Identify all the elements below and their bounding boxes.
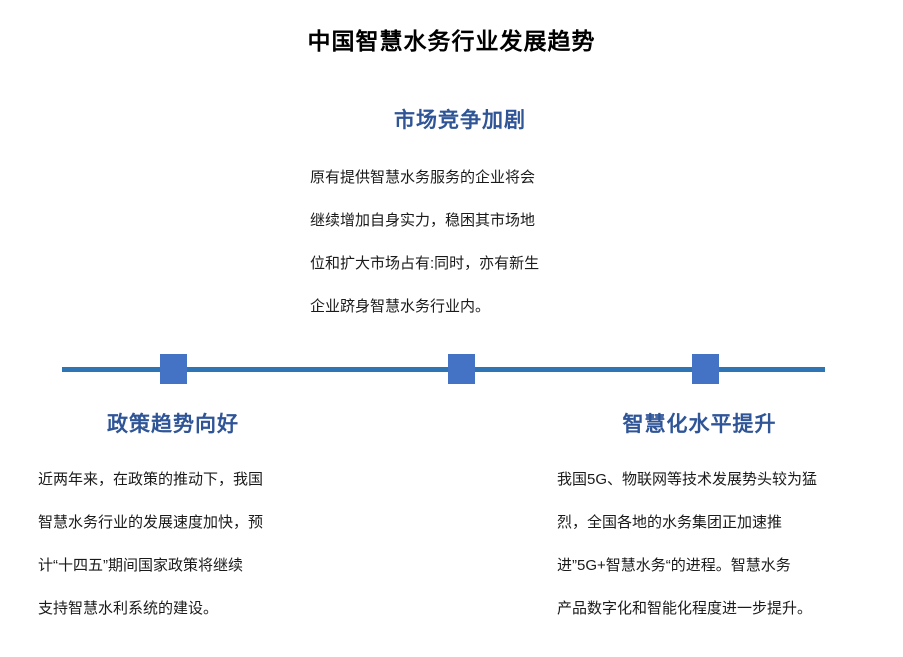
body-line: 支持智慧水利系统的建设。 — [38, 600, 219, 617]
timeline-milestone-marker-1[interactable] — [160, 354, 187, 384]
timeline-milestone-marker-3[interactable] — [692, 354, 719, 384]
block-heading-intelligence-level: 智慧化水平提升 — [622, 413, 777, 436]
block-body-intelligence-level: 我国5G、物联网等技术发展势头较为猛 烈，全国各地的水务集团正加速推 进”5G+… — [557, 458, 902, 630]
body-line: 我国5G、物联网等技术发展势头较为猛 — [557, 471, 818, 488]
body-line: 近两年来，在政策的推动下，我国 — [38, 471, 264, 488]
body-line: 产品数字化和智能化程度进一步提升。 — [557, 600, 813, 617]
body-line: 原有提供智慧水务服务的企业将会 — [310, 169, 536, 186]
body-line: 烈，全国各地的水务集团正加速推 — [557, 514, 783, 531]
body-line: 企业跻身智慧水务行业内。 — [310, 298, 491, 315]
body-line: 进”5G+智慧水务“的进程。智慧水务 — [557, 557, 791, 574]
block-policy-trend: 政策趋势向好 近两年来，在政策的推动下，我国 智慧水务行业的发展速度加快，预 计… — [38, 408, 378, 630]
timeline-milestone-marker-2[interactable] — [448, 354, 475, 384]
page-title: 中国智慧水务行业发展趋势 — [307, 28, 596, 54]
block-body-market-competition: 原有提供智慧水务服务的企业将会 继续增加自身实力，稳困其市场地 位和扩大市场占有… — [290, 156, 630, 328]
timeline — [62, 354, 825, 384]
block-intelligence-level: 智慧化水平提升 我国5G、物联网等技术发展势头较为猛 烈，全国各地的水务集团正加… — [557, 408, 902, 630]
body-line: 位和扩大市场占有:同时，亦有新生 — [310, 255, 540, 272]
block-heading-market-competition: 市场竞争加剧 — [394, 109, 526, 132]
block-market-competition: 市场竞争加剧 原有提供智慧水务服务的企业将会 继续增加自身实力，稳困其市场地 位… — [290, 104, 630, 328]
block-heading-policy-trend: 政策趋势向好 — [107, 413, 239, 436]
block-body-policy-trend: 近两年来，在政策的推动下，我国 智慧水务行业的发展速度加快，预 计“十四五”期间… — [38, 458, 378, 630]
body-line: 继续增加自身实力，稳困其市场地 — [310, 212, 536, 229]
body-line: 智慧水务行业的发展速度加快，预 — [38, 514, 264, 531]
timeline-axis-line — [62, 367, 825, 372]
body-line: 计“十四五”期间国家政策将继续 — [38, 557, 243, 574]
